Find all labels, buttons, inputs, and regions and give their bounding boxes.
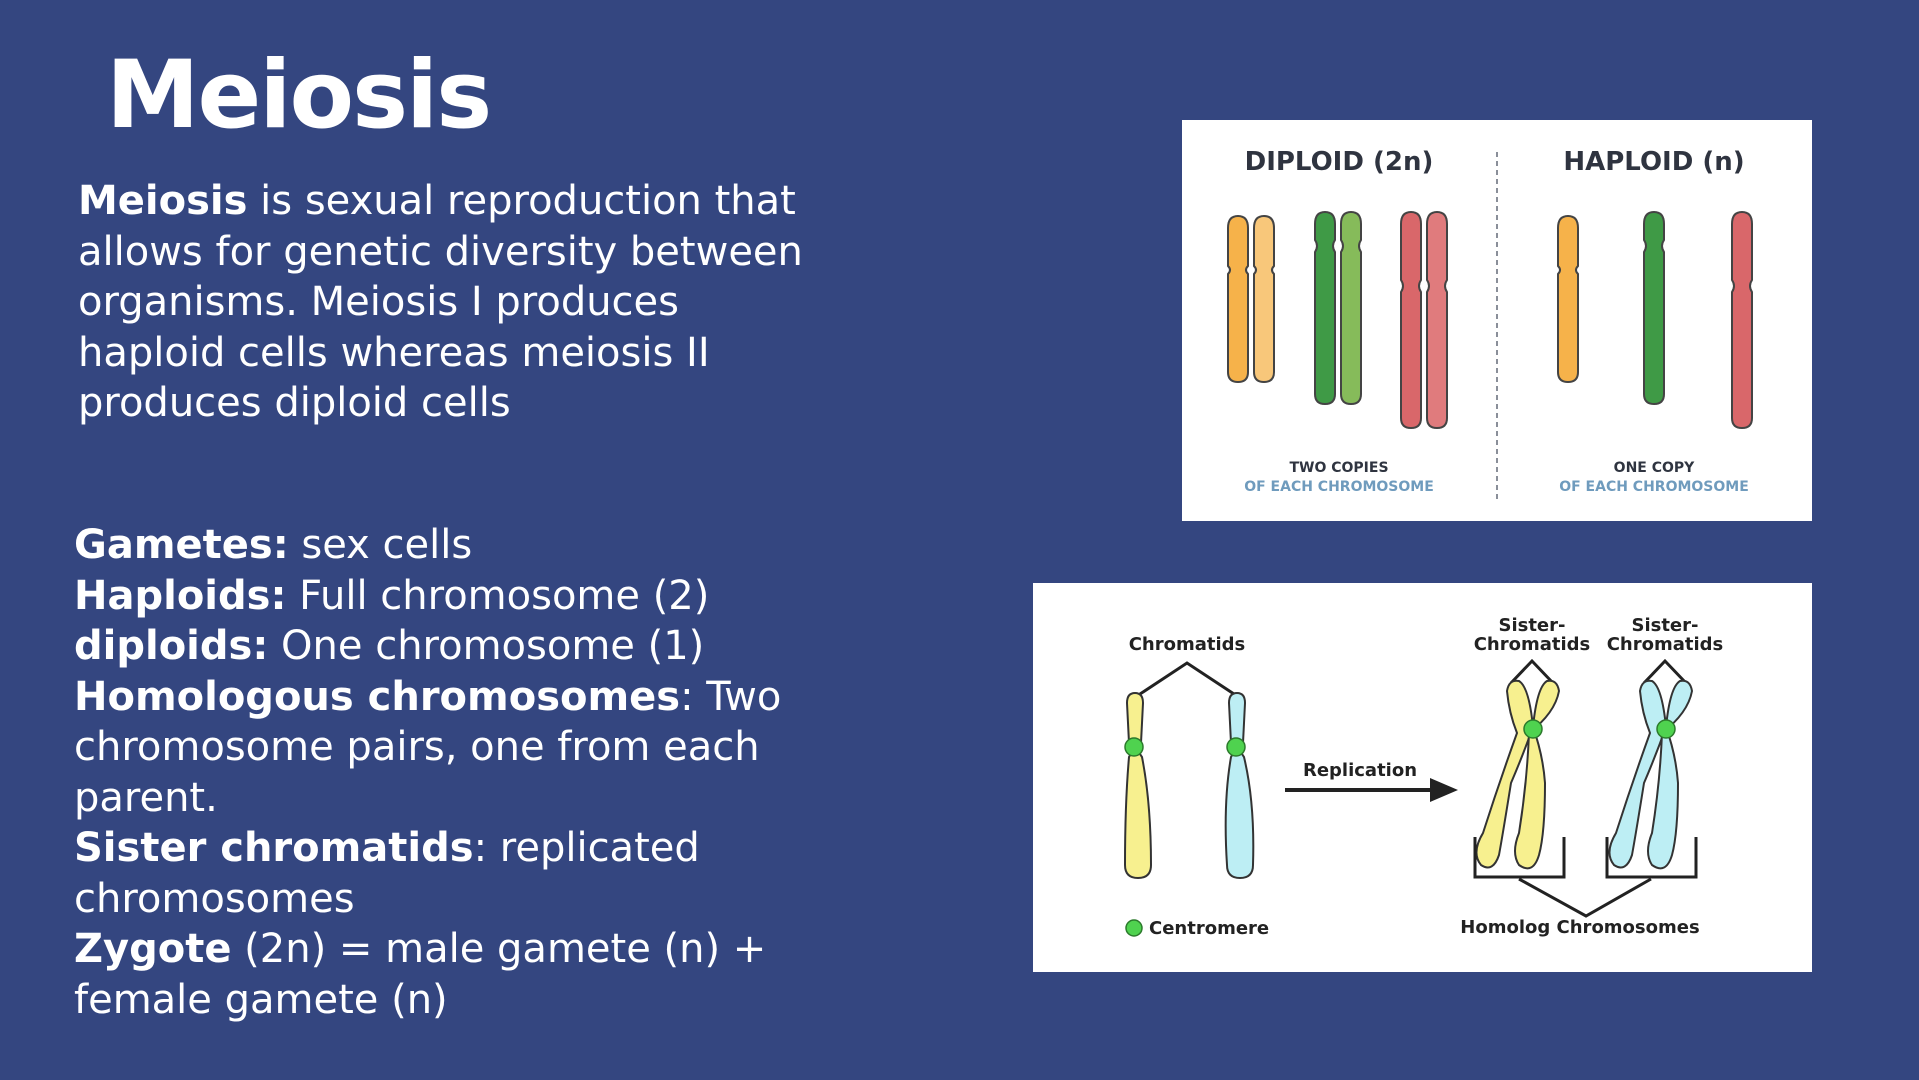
intro-paragraph: Meiosis is sexual reproduction that allo… — [78, 176, 818, 429]
centromere-legend-icon — [1125, 919, 1143, 937]
chromosome-green-right — [1340, 210, 1362, 406]
diploid-caption-line2: OF EACH CHROMOSOME — [1244, 479, 1434, 495]
ploidy-figure: DIPLOID (2n) HAPLOID (n) TWO COPIES OF E… — [1182, 120, 1812, 521]
replication-figure: Chromatids Replication Sister- Chromatid… — [1033, 583, 1812, 972]
definition-term: diploids: — [74, 623, 269, 669]
haploid-caption-line2: OF EACH CHROMOSOME — [1559, 479, 1749, 495]
centromere-dot — [1226, 737, 1246, 757]
intro-term: Meiosis — [78, 178, 248, 224]
chromosome-green-single — [1643, 210, 1665, 406]
chromosome-orange-right — [1253, 214, 1275, 384]
definition-diploids: diploids: One chromosome (1) — [74, 621, 814, 672]
definition-text: Full chromosome (2) — [286, 572, 710, 619]
chromosome-red-pair — [1400, 210, 1448, 430]
replication-illustration: Chromatids Replication Sister- Chromatid… — [1123, 615, 1724, 939]
centromere-dot — [1656, 719, 1676, 739]
chromosome-red-left — [1400, 210, 1422, 430]
chromatids-label: Chromatids — [1129, 634, 1246, 655]
diploid-heading: DIPLOID (2n) — [1245, 147, 1434, 177]
replicated-chromosome-cyan — [1608, 679, 1694, 870]
chromatids-pointer — [1136, 661, 1238, 698]
definition-term: Gametes: — [74, 522, 289, 568]
sister-label-2-line2: Chromatids — [1607, 634, 1724, 655]
centromere-label: Centromere — [1149, 918, 1269, 939]
homolog-pointer — [1518, 877, 1652, 918]
diploid-caption-line1: TWO COPIES — [1289, 460, 1388, 476]
intro-text: is sexual reproduction that allows for g… — [78, 178, 803, 426]
homolog-bracket-left — [1473, 837, 1566, 879]
homolog-label: Homolog Chromosomes — [1460, 917, 1699, 938]
definition-text: : Two chromosome pairs, one from each pa… — [74, 673, 782, 821]
centromere-dot — [1124, 737, 1144, 757]
chromosome-red-single — [1731, 210, 1753, 430]
definitions-list: Gametes: sex cells Haploids: Full chromo… — [74, 520, 814, 1025]
centromere-dot — [1523, 719, 1543, 739]
page-title: Meiosis — [106, 41, 492, 150]
sister-pointer-2 — [1642, 658, 1688, 685]
replicated-chromosome-yellow — [1475, 679, 1561, 870]
chromosome-green-pair — [1314, 210, 1362, 406]
chromosome-orange-left — [1227, 214, 1249, 384]
replication-arrow-icon — [1430, 778, 1458, 802]
definition-text: (2n) = male gamete (n) + female gamete (… — [74, 926, 767, 1023]
sister-label-1-line1: Sister- — [1498, 615, 1565, 636]
chromosome-orange-single — [1557, 214, 1579, 384]
definition-term: Sister chromatids — [74, 825, 474, 871]
sister-label-1-line2: Chromatids — [1474, 634, 1591, 655]
definition-term: Zygote — [74, 926, 232, 972]
definition-text: sex cells — [288, 522, 473, 568]
sister-pointer-1 — [1509, 658, 1555, 685]
chromosome-orange-pair — [1227, 214, 1275, 384]
definition-text: : replicated chromosomes — [74, 825, 700, 922]
chromosome-cyan-single — [1224, 691, 1255, 880]
homolog-bracket-right — [1605, 837, 1698, 879]
definition-term: Homologous chromosomes — [74, 673, 681, 720]
ploidy-illustration: DIPLOID (2n) HAPLOID (n) TWO COPIES OF E… — [1227, 147, 1753, 500]
replication-label: Replication — [1303, 760, 1417, 781]
sister-label-2-line1: Sister- — [1631, 615, 1698, 636]
haploid-heading: HAPLOID (n) — [1563, 147, 1744, 177]
definition-text: One chromosome (1) — [268, 623, 705, 669]
chromosome-green-left — [1314, 210, 1336, 406]
definition-term: Haploids: — [74, 572, 287, 619]
definition-sister-chromatids: Sister chromatids: replicated chromosome… — [74, 823, 814, 924]
definition-homologous: Homologous chromosomes: Two chromosome p… — [74, 672, 814, 824]
chromosome-yellow-single — [1123, 691, 1153, 880]
chromosome-red-right — [1426, 210, 1448, 430]
definition-haploids: Haploids: Full chromosome (2) — [74, 571, 814, 622]
haploid-caption-line1: ONE COPY — [1614, 460, 1695, 476]
definition-gametes: Gametes: sex cells — [74, 520, 814, 571]
definition-zygote: Zygote (2n) = male gamete (n) + female g… — [74, 924, 814, 1025]
